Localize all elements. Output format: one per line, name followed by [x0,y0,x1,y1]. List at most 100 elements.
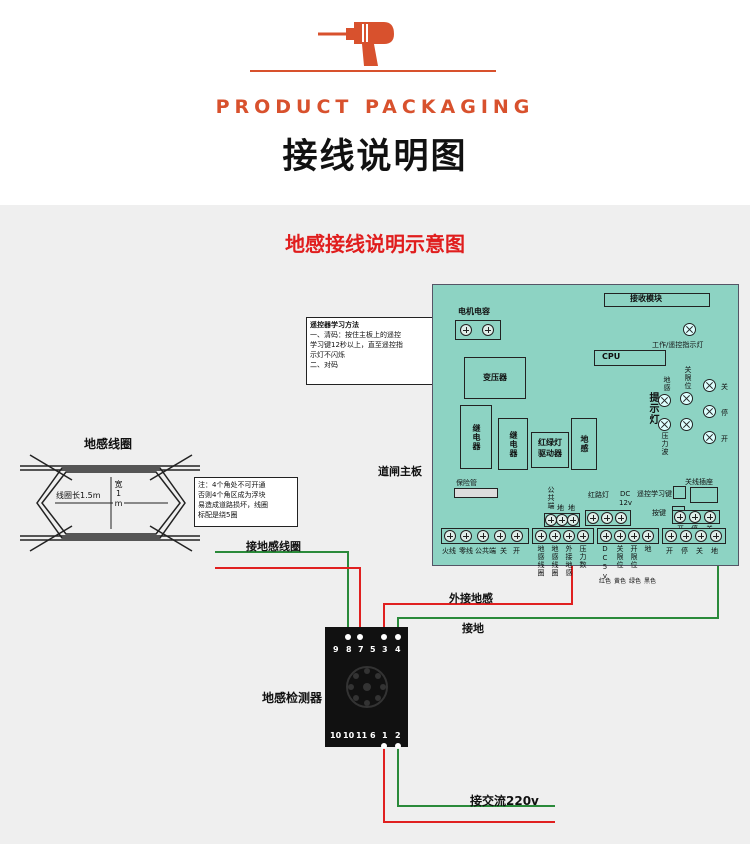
receiver-module [604,293,710,307]
led-pressure [680,418,693,431]
remote-led-label: 工作/遥控指示灯 [652,341,704,349]
loop-wire-red [215,567,361,630]
control-screw-1 [665,530,677,542]
pin-bottom-4: 6 [370,731,376,740]
switch-socket [690,487,718,503]
pin-top-6: 4 [395,645,401,654]
board-label: 道闸主板 [378,465,422,478]
led-stop-label: 停 [721,409,728,417]
loop-label: 地感线圈 [84,437,133,451]
loop-width-label: 宽1m [113,480,124,509]
sensor-screw-3 [563,530,575,542]
pin-bottom-1: 10 [330,731,342,740]
control-terminal-label-4: 地 [711,547,718,555]
relay-2: 继电器 [498,418,528,470]
diagram-title: 地感接线说明示意图 [285,232,465,256]
limit-terminal-label-4: 地 [644,545,652,553]
power-screw-1 [444,530,456,542]
control-terminal-label-3: 关 [696,547,703,555]
remote-learn-label: 遥控学习键 [637,490,672,498]
loop-wire-green [215,551,349,630]
ac-wire-green [397,745,555,807]
pin-bottom-6: 2 [395,731,401,740]
relay-1: 继电器 [460,405,492,469]
kbs-screw-2 [689,511,701,523]
led-close-label: 关 [721,383,728,391]
control-screw-3 [695,530,707,542]
traffic-screw-3 [615,512,627,524]
loop-note-line3: 易造成道路损坏，线圈 [198,501,268,509]
led-limit-label: 关限位 [684,366,692,390]
limit-screw-1 [600,530,612,542]
common-label: 公共端 [547,486,555,510]
pin-dot-3 [381,634,387,640]
dc12-label: DC [620,490,631,498]
section-label: PRODUCT PACKAGING [215,96,535,118]
power-screw-3 [477,530,489,542]
ac-wire-red [383,745,555,823]
remote-note-line2: 学习键12秒以上，直至遥控指 [310,341,403,349]
fuse-label: 保险管 [456,479,477,487]
ground-label-1: 地 [557,504,564,512]
detector-label: 地感检测器 [262,691,323,705]
limit-screw-2 [614,530,626,542]
led-close [703,379,716,392]
ground-sense-module: 地感 [571,418,597,470]
drill-icon [318,22,394,66]
sensor-terminal-label-4: 压力数 [579,545,587,569]
receiver-label: 接收模块 [630,294,662,303]
traffic-screw-2 [601,512,613,524]
power-terminal-label-4: 关 [500,547,507,555]
pin-dot-2 [395,743,401,749]
wire-color-4: 黑色 [644,578,657,585]
pin-top-3: 7 [358,645,364,654]
remote-learn-button[interactable] [673,486,686,499]
led-open-label: 开 [721,435,728,443]
remote-led [683,323,696,336]
wire-ground-label: 接地 [462,622,484,635]
limit-terminal-label-3: 开限位 [630,545,638,569]
remote-note-title: 遥控器学习方法 [310,321,359,329]
ground-wire-green [397,555,719,630]
wire-color-2: 黄色 [614,578,627,585]
power-terminal-label-5: 开 [513,547,520,555]
sensor-terminal-label-3: 外接地感 [565,545,573,577]
transformer: 变压器 [464,357,526,399]
capacitor-screw-2 [482,324,494,336]
pin-bottom-5: 1 [382,731,388,740]
pin-dot-8 [345,634,351,640]
remote-note-line1: 一、清码：按住主板上的遥控 [310,331,401,339]
traffic-light-label: 红路灯 [588,491,609,499]
control-screw-2 [680,530,692,542]
led-ground [658,394,671,407]
capacitor-screw-1 [460,324,472,336]
cpu-chip [594,350,666,366]
led-pressure-label: 压力波 [661,432,669,456]
remote-note-line3: 示灯不闪烁 [310,351,345,359]
external-wire-red [383,555,573,630]
traffic-driver: 红绿灯 驱动器 [531,432,569,468]
kbs-screw-1 [674,511,686,523]
control-terminal-label-2: 停 [681,547,688,555]
traffic-driver-line1: 红绿灯 [538,438,562,447]
pin-top-1: 9 [333,645,339,654]
capacitor-label: 电机电容 [458,307,490,316]
sensor-screw-2 [549,530,561,542]
traffic-driver-line2: 驱动器 [538,449,562,458]
loop-note-line2: 否则4个角区成为浮块 [198,491,266,499]
power-screw-2 [460,530,472,542]
limit-terminal-label-1: DC5v [601,545,609,581]
sensor-terminal-label-2: 地感线圈 [551,545,559,577]
loop-note-line4: 标配是绕5圈 [198,511,238,519]
cpu-label: CPU [602,352,621,361]
pin-bottom-3: 11 [356,731,368,740]
kbs-screw-3 [704,511,716,523]
aux-screw-2 [556,514,568,526]
page-title: 接线说明图 [282,137,468,177]
wire-color-3: 绿色 [629,578,642,585]
ground-label-2: 地 [568,504,575,512]
led-limit [680,392,693,405]
limit-screw-3 [628,530,640,542]
power-screw-5 [511,530,523,542]
